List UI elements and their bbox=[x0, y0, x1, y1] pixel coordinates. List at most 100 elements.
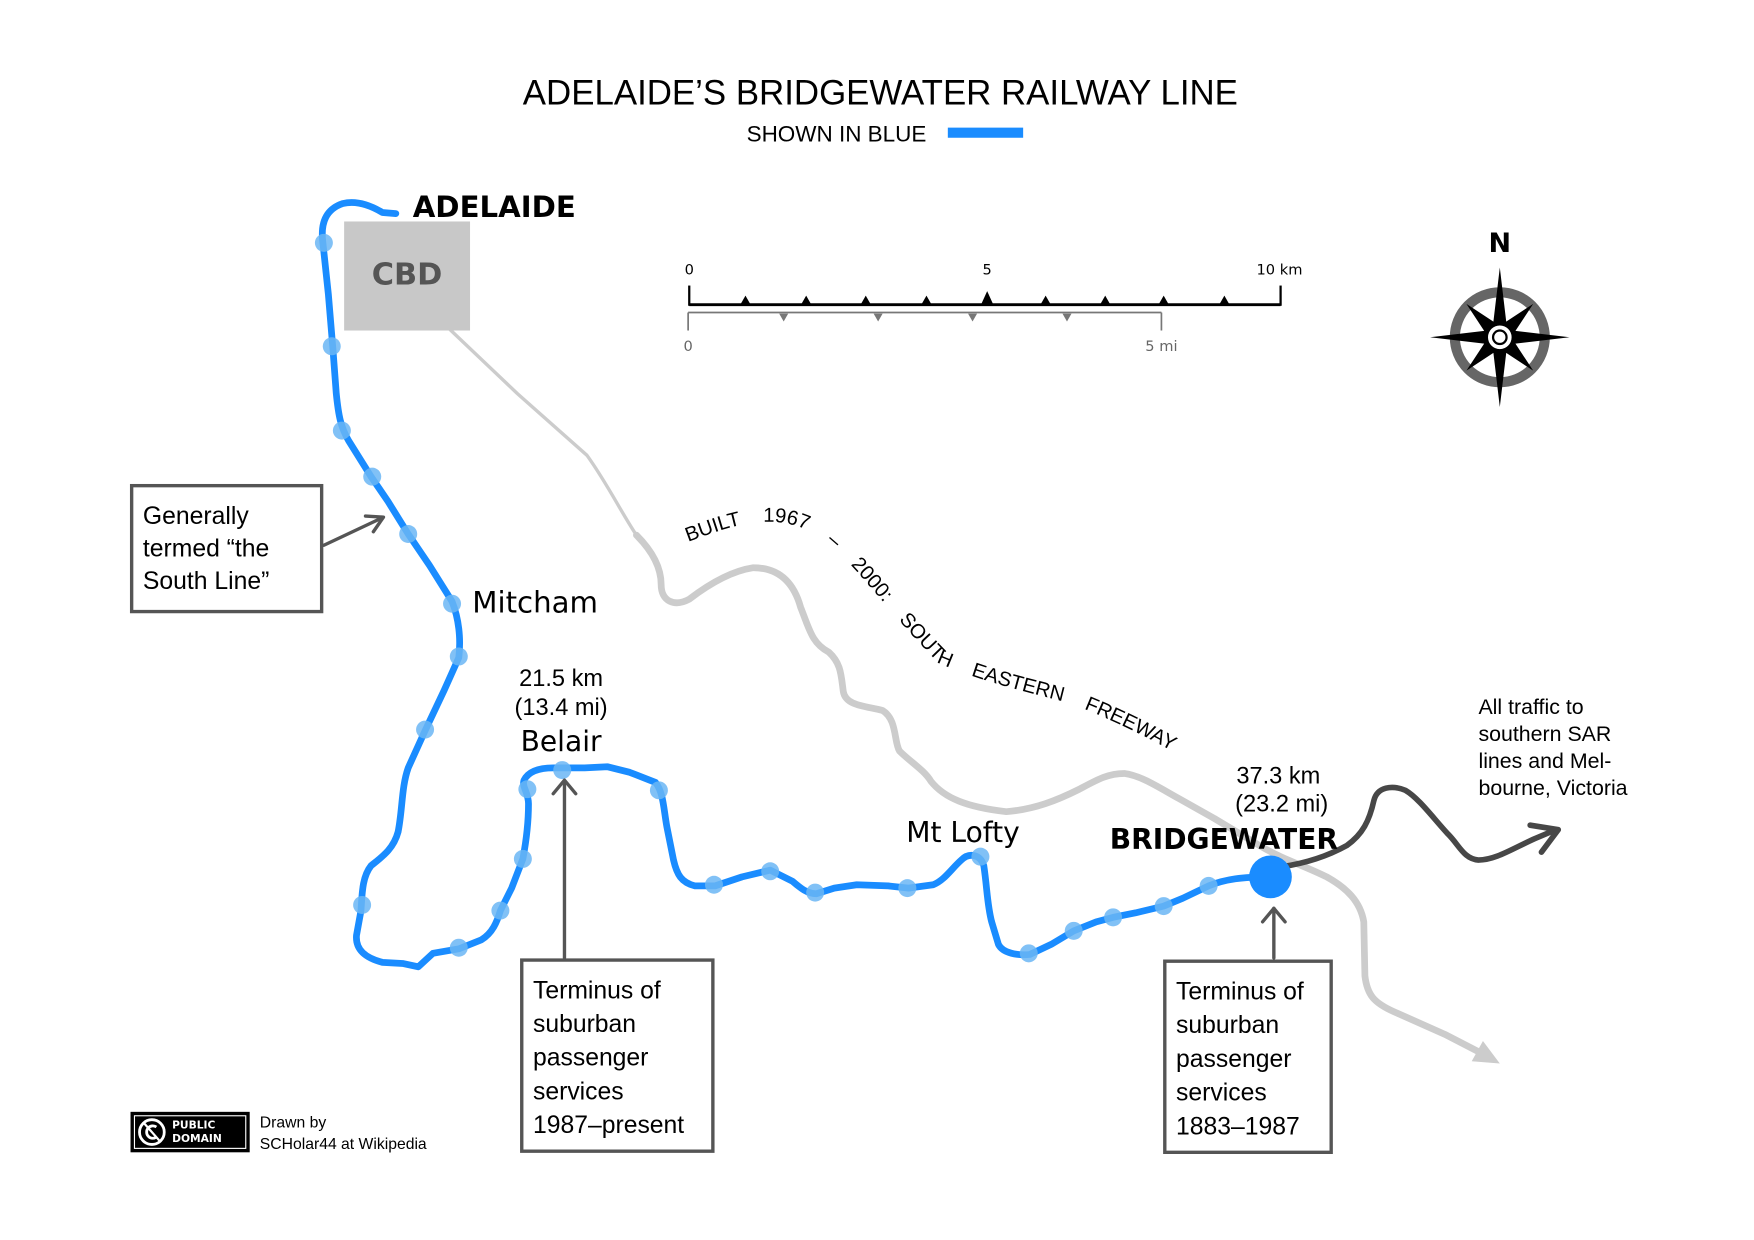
callout-line: passenger bbox=[1176, 1046, 1291, 1073]
callout-box bbox=[129, 483, 324, 614]
scale-km-tick bbox=[1100, 295, 1110, 304]
onward-note-line: All traffic to bbox=[1478, 695, 1583, 719]
station-dot bbox=[649, 781, 668, 800]
scale-mi-tick bbox=[779, 313, 789, 322]
freeway-label: BUILT 1967 – 2000: SOUTH EASTERN FREEWAY bbox=[682, 505, 1180, 756]
scale-km-tick bbox=[1219, 295, 1229, 304]
callout-box bbox=[1163, 959, 1333, 1154]
station-dot bbox=[1154, 897, 1173, 916]
callout-line: passenger bbox=[533, 1045, 648, 1072]
legend-label: SHOWN IN BLUE bbox=[747, 122, 927, 147]
scale-mi-tick bbox=[1062, 313, 1072, 322]
map-title: ADELAIDE’S BRIDGEWATER RAILWAY LINE bbox=[523, 74, 1238, 113]
station-dot bbox=[322, 337, 341, 356]
belair-distance-mi: (13.4 mi) bbox=[515, 695, 608, 721]
station-dots bbox=[314, 233, 1218, 963]
station-dot bbox=[416, 720, 435, 739]
label-adelaide: ADELAIDE bbox=[413, 190, 576, 224]
station-dot bbox=[1199, 876, 1218, 895]
station-dot bbox=[399, 525, 418, 543]
credit-line: Drawn by bbox=[260, 1115, 327, 1132]
freeway-label-text: BUILT 1967 – 2000: SOUTH EASTERN FREEWAY bbox=[682, 505, 1180, 756]
compass-north-label: N bbox=[1489, 228, 1512, 259]
onward-arrowhead bbox=[1527, 822, 1562, 855]
scale-km-tick bbox=[1041, 295, 1051, 304]
scale-km-label-0: 0 bbox=[685, 261, 694, 278]
scale-km-tick bbox=[1159, 295, 1169, 304]
station-dot bbox=[898, 879, 917, 898]
callout-line: Terminus of bbox=[533, 977, 661, 1004]
station-dot bbox=[518, 780, 537, 799]
station-dot bbox=[314, 233, 333, 252]
station-dot bbox=[353, 895, 372, 914]
scale-km-tick bbox=[921, 295, 931, 304]
badge-c-glyph bbox=[145, 1124, 158, 1140]
label-belair: Belair bbox=[521, 725, 602, 758]
scale-mi-tick bbox=[968, 313, 978, 322]
scale-km-tick bbox=[981, 291, 993, 304]
station-dot bbox=[1064, 921, 1083, 940]
scale-mi-label-0: 0 bbox=[683, 338, 692, 355]
label-mitcham: Mitcham bbox=[472, 586, 598, 620]
onward-traffic-note: All traffic to southern SAR lines and Me… bbox=[1478, 695, 1627, 800]
callout-line: suburban bbox=[1176, 1012, 1279, 1039]
scale-mi-label-5: 5 mi bbox=[1145, 338, 1177, 355]
station-dot bbox=[363, 467, 382, 486]
station-dot bbox=[704, 875, 723, 894]
badge-text-domain: DOMAIN bbox=[172, 1132, 222, 1145]
badge-text-public: PUBLIC bbox=[172, 1119, 215, 1132]
public-domain-icon: PUBLIC DOMAIN bbox=[130, 1111, 250, 1153]
onward-note-line: southern SAR bbox=[1478, 722, 1611, 746]
station-dot bbox=[806, 883, 825, 902]
scale-km-label-10: 10 km bbox=[1256, 261, 1302, 278]
label-mt-lofty: Mt Lofty bbox=[906, 816, 1020, 849]
onward-note-line: bourne, Victoria bbox=[1478, 776, 1627, 800]
bridgewater-distance-km: 37.3 km bbox=[1236, 764, 1320, 790]
callout-arrow-shaft bbox=[322, 516, 383, 547]
callout-line: services bbox=[533, 1078, 624, 1105]
belair-distance-km: 21.5 km bbox=[519, 666, 603, 692]
callout-arrowhead bbox=[551, 778, 578, 796]
compass-rose-icon: N bbox=[1430, 228, 1570, 407]
station-dot bbox=[332, 421, 351, 440]
scale-km-label-5: 5 bbox=[983, 261, 992, 278]
station-dot bbox=[513, 849, 532, 868]
callout-line: termed “the bbox=[143, 535, 269, 562]
badge-strike bbox=[143, 1122, 161, 1142]
callout-arrowhead bbox=[363, 514, 386, 534]
station-dot bbox=[761, 862, 780, 881]
callout-box bbox=[520, 958, 715, 1153]
scale-km-tick bbox=[801, 295, 811, 304]
callout-south-line: Generally termed “the South Line” bbox=[129, 483, 386, 614]
callout-arrowhead bbox=[1260, 906, 1287, 924]
station-dot bbox=[1019, 944, 1038, 963]
callout-line: services bbox=[1176, 1080, 1267, 1107]
station-dot bbox=[449, 647, 468, 666]
scale-km-tick bbox=[861, 295, 871, 304]
scale-mi-tick bbox=[873, 313, 883, 322]
callout-line: 1987–present bbox=[533, 1112, 684, 1139]
callout-bridgewater-terminus: Terminus of suburban passenger services … bbox=[1163, 906, 1333, 1154]
callout-belair-terminus: Terminus of suburban passenger services … bbox=[520, 778, 715, 1153]
station-dot bbox=[971, 847, 990, 866]
callout-line: Generally bbox=[143, 503, 249, 530]
bridgewater-terminus-dot bbox=[1249, 855, 1292, 899]
callout-line: South Line” bbox=[143, 568, 269, 595]
onward-line bbox=[1278, 784, 1559, 870]
cbd-area bbox=[344, 221, 471, 331]
scale-km-tick bbox=[740, 295, 750, 304]
badge-inner-border bbox=[133, 1115, 247, 1149]
station-dot bbox=[449, 938, 468, 957]
station-dot bbox=[553, 761, 572, 780]
station-dot bbox=[1104, 908, 1123, 927]
callout-line: Terminus of bbox=[1176, 978, 1304, 1005]
callout-line: suburban bbox=[533, 1011, 636, 1038]
bridgewater-distance-mi: (23.2 mi) bbox=[1235, 792, 1328, 818]
station-dot bbox=[443, 594, 462, 613]
callout-line: 1883–1987 bbox=[1176, 1113, 1300, 1140]
freeway-line bbox=[633, 531, 1483, 1056]
station-dot bbox=[491, 901, 510, 920]
freeway-line-thin bbox=[448, 328, 638, 537]
cbd-label: CBD bbox=[372, 257, 443, 292]
